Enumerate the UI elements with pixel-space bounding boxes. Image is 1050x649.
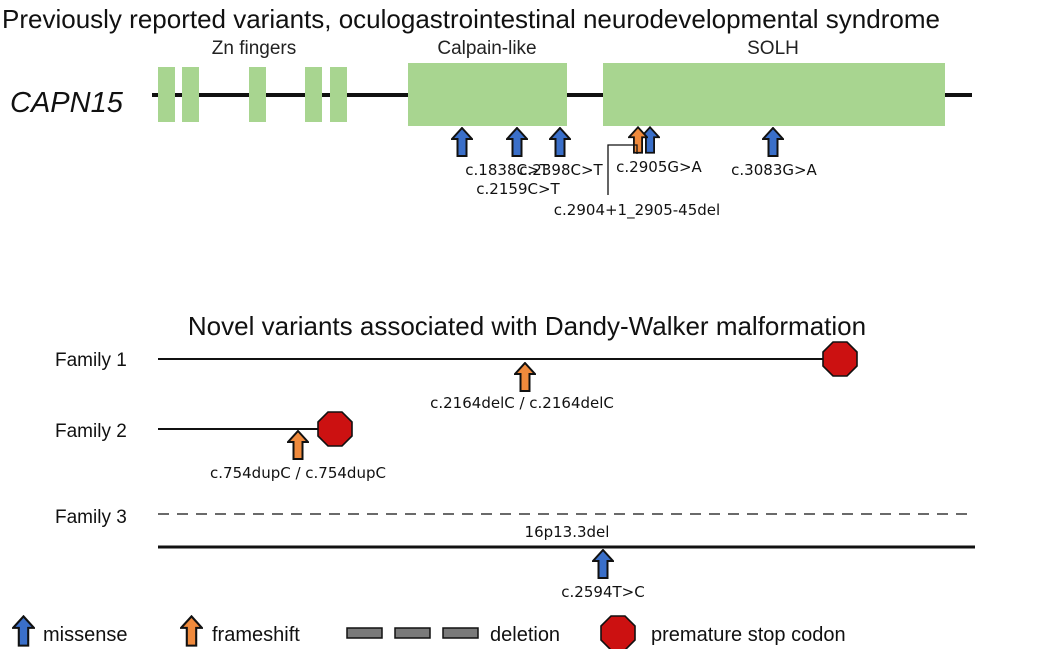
solh-label: SOLH xyxy=(747,38,799,59)
deletion-swatch-icon xyxy=(442,627,479,639)
gene-name: CAPN15 xyxy=(10,87,124,119)
deletion-swatch-icon xyxy=(394,627,431,639)
legend-deletion: deletion xyxy=(490,624,560,646)
frameshift-arrow-icon xyxy=(628,126,648,154)
missense-arrow-icon xyxy=(762,127,784,157)
deletion-swatch-icon xyxy=(346,627,383,639)
family-1-label: Family 1 xyxy=(55,350,127,371)
calpain-like-domain xyxy=(408,63,567,126)
frameshift-arrow-icon xyxy=(514,362,536,392)
zn-finger-5 xyxy=(330,67,347,122)
missense-arrow-icon xyxy=(506,127,528,157)
family-3-deletion-label: 16p13.3del xyxy=(525,523,610,541)
family-3-variant: c.2594T>C xyxy=(561,583,644,601)
zn-finger-1 xyxy=(158,67,175,122)
missense-arrow-icon xyxy=(549,127,571,157)
zn-finger-4 xyxy=(305,67,322,122)
variant-label: c.3083G>A xyxy=(731,161,817,179)
variant-label: c.2398C>T xyxy=(519,161,603,179)
legend-frameshift: frameshift xyxy=(212,624,300,646)
stop-codon-icon xyxy=(822,341,858,377)
missense-arrow-icon xyxy=(12,615,35,647)
variant-label: c.2904+1_2905-45del xyxy=(554,201,720,220)
family-2-label: Family 2 xyxy=(55,421,127,442)
legend-missense: missense xyxy=(43,624,127,646)
frameshift-arrow-icon xyxy=(287,430,309,460)
solh-domain xyxy=(603,63,945,126)
leader-line xyxy=(607,144,638,195)
calpain-like-label: Calpain-like xyxy=(437,38,536,59)
legend-stop: premature stop codon xyxy=(651,624,846,646)
zn-finger-2 xyxy=(182,67,199,122)
zn-fingers-label: Zn fingers xyxy=(212,38,296,59)
zn-finger-3 xyxy=(249,67,266,122)
variant-label: c.2905G>A xyxy=(616,158,702,176)
family-1-variant: c.2164delC / c.2164delC xyxy=(430,394,614,412)
missense-arrow-icon xyxy=(451,127,473,157)
legend: missense frameshift deletion premature s… xyxy=(12,615,846,649)
top-title: Previously reported variants, oculogastr… xyxy=(2,4,940,34)
missense-arrow-icon xyxy=(640,126,660,154)
missense-arrow-icon xyxy=(592,549,614,579)
family-3-label: Family 3 xyxy=(55,507,127,528)
bottom-title: Novel variants associated with Dandy-Wal… xyxy=(188,311,866,341)
stop-codon-icon xyxy=(600,615,636,649)
variant-label: c.1838C>T xyxy=(465,161,549,179)
stop-codon-icon xyxy=(317,411,353,447)
variant-label: c.2159C>T xyxy=(476,180,560,198)
zn-finger-domains xyxy=(158,67,347,122)
family-2-variant: c.754dupC / c.754dupC xyxy=(210,464,386,482)
frameshift-arrow-icon xyxy=(180,615,203,647)
